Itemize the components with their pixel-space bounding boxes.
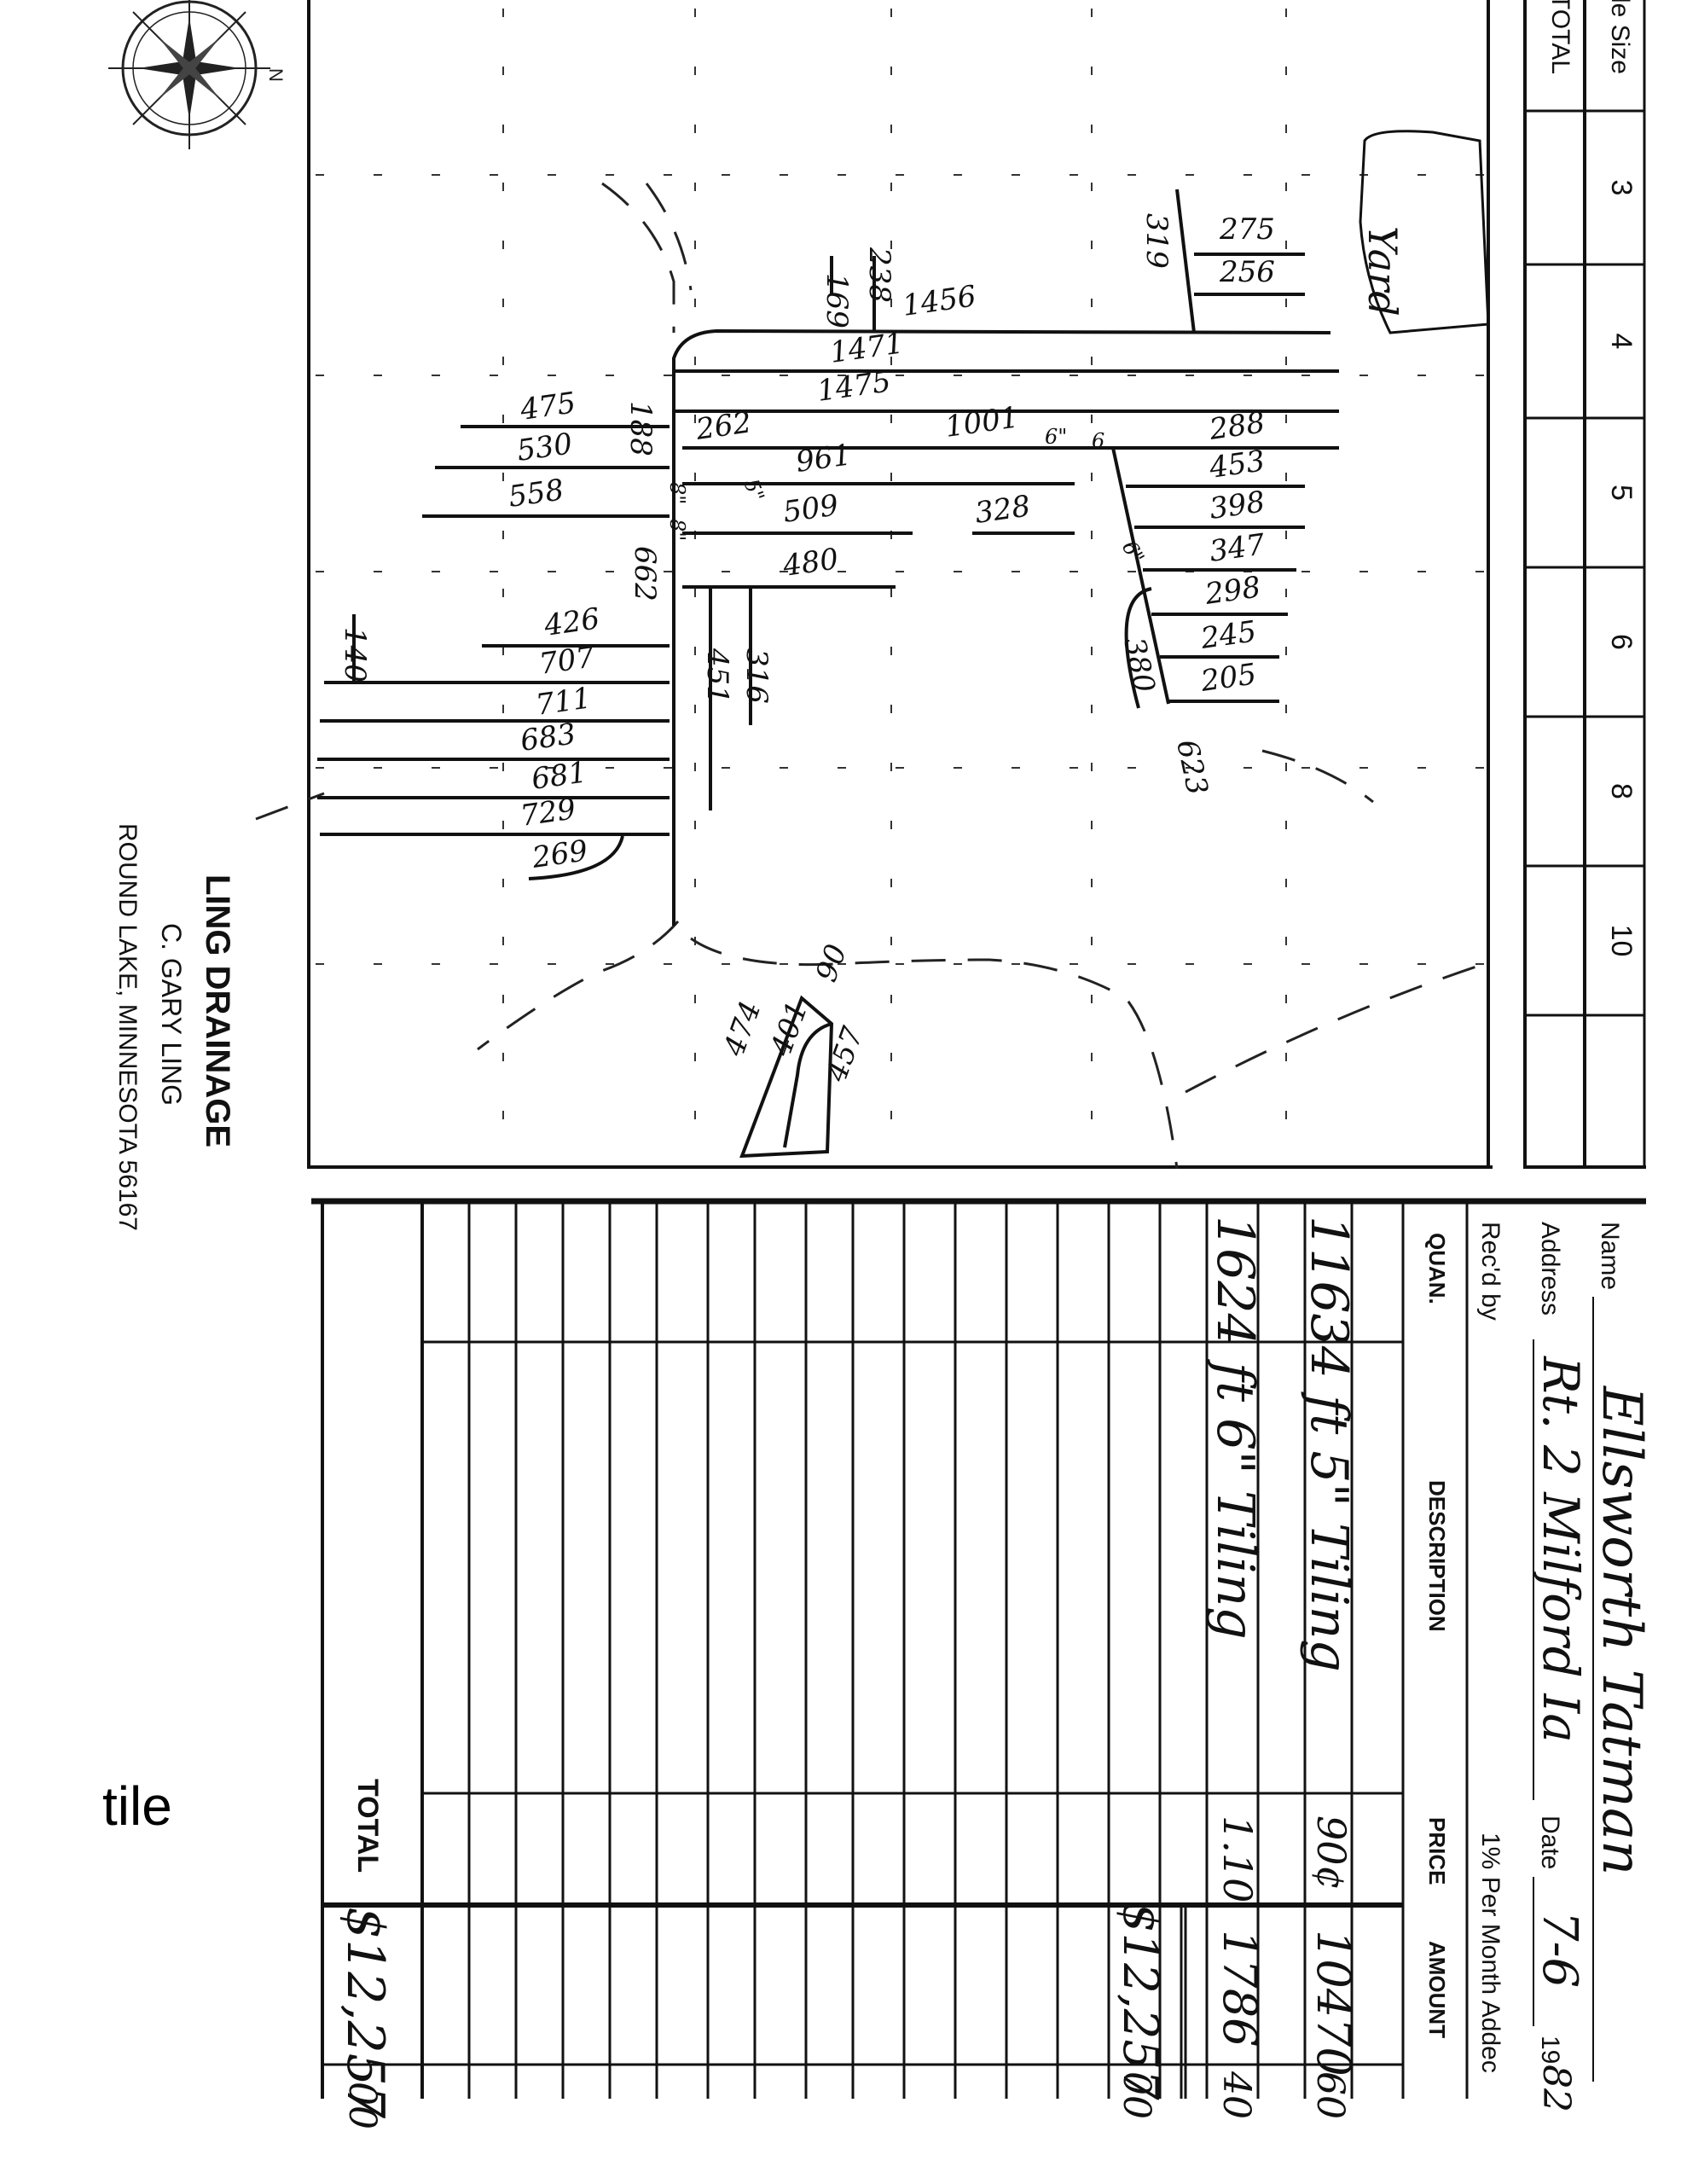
tile-length-label: 729 xyxy=(519,792,578,834)
tile-length-label: 509 xyxy=(781,488,841,530)
tile-length-label: 140 xyxy=(338,627,372,682)
tile-length-label: 401 xyxy=(764,996,815,1061)
tile-length-label: 1001 xyxy=(943,400,1021,444)
recd-by-label: Rec'd by xyxy=(1476,1222,1504,1321)
tile-length-label: 558 xyxy=(507,473,566,514)
tile-size-mark: 6" xyxy=(1045,425,1067,449)
yard-label: Yard xyxy=(1359,226,1406,317)
tile-length-label: 245 xyxy=(1198,614,1259,656)
compass-rose-icon: N xyxy=(108,0,287,149)
tile-size-5: 5 xyxy=(1605,485,1638,501)
tile-length-label: 288 xyxy=(1207,405,1267,447)
tile-length-label: 1456 xyxy=(901,279,978,323)
tile-length-label: 90 xyxy=(809,940,854,986)
tile-size-6: 6 xyxy=(1605,634,1638,650)
line-1-description: 11634 ft 5" Tiling xyxy=(1299,1216,1359,1672)
tile-length-label: 530 xyxy=(515,427,575,468)
invoice: Name Address Date 19 Rec'd by 1% Per Mon… xyxy=(311,1198,1653,2129)
tile-size-total-label: TOTAL xyxy=(1546,0,1574,74)
tile-size-8: 8 xyxy=(1605,783,1638,799)
tile-length-label: 256 xyxy=(1219,255,1275,289)
tile-length-label: 238 xyxy=(862,247,896,303)
tile-length-label: 707 xyxy=(537,640,597,682)
tile-length-label: 961 xyxy=(794,438,854,479)
tile-size-mark: 8" xyxy=(665,519,689,541)
tile-length-label: 275 xyxy=(1219,212,1275,247)
subtotal-amount: $12,257 xyxy=(1112,1902,1168,2100)
tile-size-mark: 8" xyxy=(665,482,689,504)
col-quan-header: QUAN. xyxy=(1424,1233,1450,1304)
tile-length-label: 328 xyxy=(973,489,1033,531)
line-1-price: 90¢ xyxy=(1308,1815,1354,1891)
tile-length-label: 453 xyxy=(1207,444,1267,485)
tile-size-mark: 6" xyxy=(1117,537,1149,568)
total-cents: 00 xyxy=(340,2082,384,2129)
tile-length-label: 681 xyxy=(530,755,589,797)
yard-outline xyxy=(1359,130,1490,334)
tile-length-label: 398 xyxy=(1208,485,1267,526)
customer-address: Rt. 2 Milford Ia xyxy=(1532,1356,1590,1743)
tile-size-mark: 6 xyxy=(1092,429,1104,453)
tile-length-label: 683 xyxy=(519,717,578,758)
tile-size-mark: 5" xyxy=(739,475,768,504)
tile-length-label: 426 xyxy=(542,601,602,643)
line-1-cents: 60 xyxy=(1308,2071,1352,2119)
tile-length-label: 475 xyxy=(518,386,578,427)
tile-length-label: 188 xyxy=(623,401,658,456)
tile-length-label: 298 xyxy=(1203,570,1263,612)
col-price-header: PRICE xyxy=(1424,1817,1450,1885)
tile-size-header: Tile Size TOTAL 3 4 5 6 8 10 xyxy=(1523,0,1646,1169)
tile-caption: tile xyxy=(102,1775,172,1837)
tile-length-label: 623 xyxy=(1169,737,1215,799)
company-location: ROUND LAKE, MINNESOTA 56167 xyxy=(113,823,142,1231)
tile-length-label: 262 xyxy=(693,405,754,447)
total-amount: $12,257 xyxy=(335,1907,395,2119)
tile-length-label: 662 xyxy=(628,546,662,601)
company-block: LING DRAINAGE C. GARY LING ROUND LAKE, M… xyxy=(113,823,236,1231)
customer-name: Ellsworth Tatman xyxy=(1590,1385,1653,1875)
line-1-amount: 10470 xyxy=(1307,1930,1360,2077)
tile-length-label: 316 xyxy=(739,648,774,704)
tile-size-3: 3 xyxy=(1605,180,1638,196)
tile-size-10: 10 xyxy=(1605,925,1638,957)
invoice-date: 7-6 xyxy=(1532,1911,1587,1988)
col-amount-header: AMOUNT xyxy=(1424,1941,1450,2038)
tile-length-label: 347 xyxy=(1208,527,1267,569)
tile-length-label: 451 xyxy=(700,648,734,704)
tile-length-label: 319 xyxy=(1139,213,1174,269)
tile-size-4: 4 xyxy=(1605,334,1638,350)
invoice-year: 82 xyxy=(1534,2065,1578,2112)
name-label: Name xyxy=(1596,1222,1624,1290)
tile-length-label: 169 xyxy=(820,273,854,328)
line-2-price: 1.10 xyxy=(1215,1815,1261,1902)
tile-length-label: 269 xyxy=(530,834,590,875)
interest-note: 1% Per Month Addec xyxy=(1476,1833,1504,2073)
tile-length-label: 711 xyxy=(534,681,594,723)
tile-length-label: 457 xyxy=(820,1022,871,1087)
tile-length-label: 205 xyxy=(1198,657,1259,699)
tile-length-label: 480 xyxy=(780,542,841,584)
line-2-description: 1624 ft 6" Tiling xyxy=(1205,1216,1265,1640)
address-label: Address xyxy=(1536,1222,1564,1316)
line-2-cents: 40 xyxy=(1215,2071,1258,2119)
year-prefix: 19 xyxy=(1536,2036,1564,2064)
line-2-amount: 1786 xyxy=(1213,1930,1267,2047)
company-owner: C. GARY LING xyxy=(156,923,187,1106)
tile-size-label: Tile Size xyxy=(1606,0,1634,74)
total-label: TOTAL xyxy=(351,1779,384,1873)
tile-length-label: 474 xyxy=(717,996,768,1061)
date-label: Date xyxy=(1536,1815,1564,1869)
company-name: LING DRAINAGE xyxy=(199,874,236,1147)
subtotal-cents: 00 xyxy=(1115,2071,1158,2119)
compass-north-label: N xyxy=(265,68,287,82)
col-description-header: DESCRIPTION xyxy=(1424,1480,1450,1632)
